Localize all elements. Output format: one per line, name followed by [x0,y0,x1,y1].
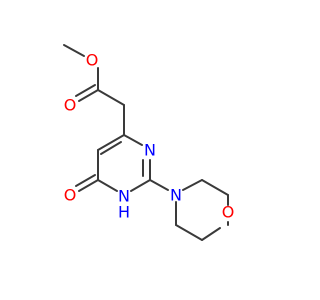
bond-c4-c5-b [100,141,122,155]
bond-esterc-ch2 [97,89,125,106]
bond-methyl-omethoxy [63,44,85,57]
atom-o-carbonyl-ester: O [64,96,77,115]
atom-o-methoxy: O [86,51,99,70]
bond-n3-c4 [123,134,143,146]
bond-ring1-ring2 [201,179,229,196]
bond-c2-nmorph [149,179,169,191]
atom-o-oxo: O [64,186,77,205]
bond-nmorph-ring1 [182,179,203,191]
bond-esterc-ocarbonyl-b [75,84,96,97]
bond-esterc-ocarbonyl-a [78,89,99,102]
atom-n3: N [144,141,156,160]
atoms: O O N O N H N O [64,51,235,222]
atom-n-morpholine: N [170,186,182,205]
molecule-canvas: O O N O N H N O [63,44,235,241]
bond-c4-c5-a [97,134,125,151]
bond-c6-ooxo-b [75,174,96,187]
bonds [63,44,229,241]
atom-n1-hydrogen: H [118,203,130,222]
atom-o-morpholine: O [222,203,235,222]
bond-omorph-ring3b [201,227,221,241]
atom-n1: N [118,187,130,206]
bond-ring4-nmorph [175,224,203,241]
molecule-structure: O O N O N H N O [63,44,235,241]
bond-c6-ooxo-a [78,179,99,192]
bond-n1-c2 [130,179,151,192]
bond-c6-n1 [97,179,118,192]
